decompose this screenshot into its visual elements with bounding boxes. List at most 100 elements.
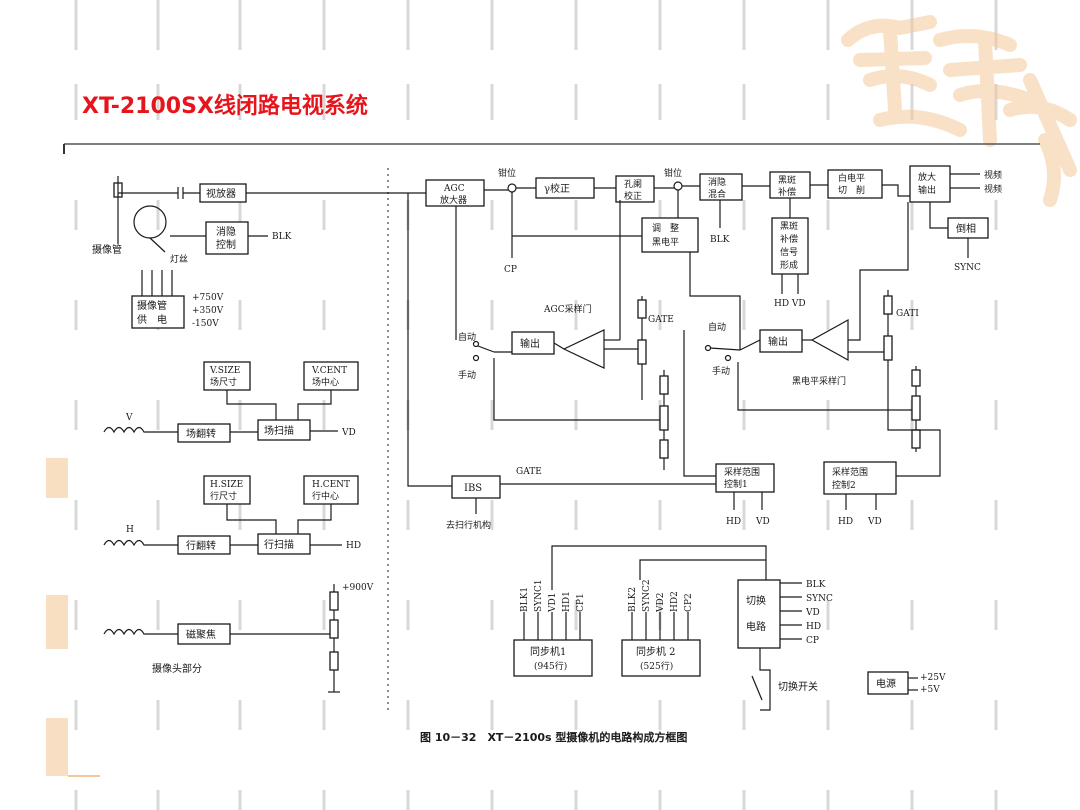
v-scan-box [257, 419, 311, 441]
gate2-label: GATI [896, 309, 919, 319]
range-ctrl1-label-1: 采样范围 [724, 466, 760, 478]
v-coil-label: V [125, 413, 133, 423]
head-section-label: 摄像头部分 [152, 662, 202, 675]
supply-voltage-2: +350V [192, 306, 224, 316]
h-scan-label: 行扫描 [264, 538, 294, 551]
gate1-label: GATE [648, 315, 674, 325]
supply-voltage-1: +750V [192, 293, 224, 303]
power-voltage-2: +5V [920, 685, 940, 695]
agc-amp-label-2: 放大器 [440, 194, 467, 206]
sync-gen1-label-1: 同步机1 [530, 645, 566, 658]
tube-supply-label-1: 摄像管 [137, 299, 167, 312]
output2-label: 输出 [768, 335, 788, 348]
v-scan-label: 场扫描 [264, 424, 294, 437]
invert-label: 倒相 [956, 222, 976, 235]
gen2-signal-2: SYNC2 [642, 579, 652, 612]
sync-gen1-label-2: (945行) [534, 660, 567, 672]
range-ctrl2-label-1: 采样范围 [832, 466, 868, 478]
hd-label-2: HD [838, 517, 853, 527]
blank-mix-box [699, 173, 743, 201]
range-ctrl1-box [715, 463, 775, 493]
vcent-label-1: V.CENT [311, 366, 347, 376]
blank-control-box [205, 221, 249, 255]
black-comp-gen-label-2: 补偿 [780, 233, 798, 245]
blk-input-label-2: BLK [710, 235, 730, 245]
out-amp-label-1: 放大 [918, 171, 936, 183]
vcent-label-2: 场中心 [312, 376, 339, 388]
switch-circuit-box [737, 579, 781, 649]
switch-output-3: VD [805, 608, 820, 618]
gen1-signal-3: VD1 [548, 593, 558, 613]
black-adjust-label-1: 调 整 [652, 222, 679, 234]
agc-amp-box [425, 179, 485, 207]
focus-coil-icon [103, 628, 178, 636]
video-out-label-1: 视频 [984, 169, 1002, 181]
sync-gen2-label-2: (525行) [640, 660, 673, 672]
gen2-signal-4: HD2 [670, 591, 680, 612]
hsize-box [203, 475, 251, 505]
agc-amp-label-1: AGC [443, 184, 465, 194]
tube-supply-box [131, 295, 185, 329]
slide-title: XT-2100SX线闭路电视系统 [82, 94, 368, 119]
gen2-signal-1: BLK2 [628, 587, 638, 612]
left-edge-ornaments [46, 458, 68, 776]
switch-output-5: CP [806, 636, 819, 646]
gen1-signal-1: BLK1 [520, 587, 530, 612]
switch-label: 切换开关 [778, 680, 818, 693]
sync-gen1-box [513, 639, 593, 677]
switch-output-2: SYNC [806, 594, 833, 604]
vsize-label-2: 场尺寸 [210, 376, 237, 388]
sync-gen2-label-1: 同步机 2 [636, 645, 676, 658]
black-comp-gen-label-1: 黑斑 [780, 220, 798, 232]
black-adjust-label-2: 黑电平 [652, 236, 679, 248]
gen2-signal-3: VD2 [656, 593, 666, 613]
auto1-label: 自动 [458, 331, 476, 343]
vd-input-label: VD [341, 428, 356, 438]
gen1-signal-5: CP1 [576, 593, 586, 612]
aperture-label-2: 校正 [624, 190, 642, 202]
gamma-label: γ校正 [544, 182, 570, 195]
ibs-label: IBS [464, 483, 482, 494]
to-scan-label: 去扫行机构 [446, 519, 491, 531]
output2-box [759, 329, 803, 353]
clamp1-label: 钳位 [498, 167, 516, 179]
black-gate-title: 黑电平采样门 [792, 375, 846, 387]
white-clip-label-1: 白电平 [838, 172, 865, 184]
blank-mix-label-1: 消隐 [708, 176, 726, 188]
auto2-label: 自动 [708, 321, 726, 333]
aperture-box [615, 175, 655, 203]
supply-voltage-3: -150V [192, 319, 219, 329]
vsize-label-1: V.SIZE [209, 366, 240, 376]
black-comp-label-1: 黑斑 [778, 174, 796, 186]
black-comp-label-2: 补偿 [778, 186, 796, 198]
blank-mix-label-2: 混合 [708, 188, 726, 200]
hd-input-label: HD [346, 541, 361, 551]
camera-head-section: 摄像管 灯丝 视放器 消隐 控制 BLK 摄像管 供 电 +750V +350V… [92, 168, 426, 712]
gen2-signal-group: BLK2 SYNC2 VD2 HD2 CP2 [628, 579, 694, 640]
h-deflect-label: 行翻转 [186, 539, 216, 552]
processing-section: 钳位 AGC 放大器 γ校正 孔阑 校正 钳位 消隐 混合 黑斑 补偿 [407, 165, 1002, 531]
power-voltage-1: +25V [920, 673, 946, 683]
gen2-signal-5: CP2 [684, 593, 694, 612]
v-deflect-box [177, 423, 231, 443]
power-box [867, 671, 909, 695]
switch-circuit-label-2: 电路 [746, 620, 766, 633]
black-comp-gen-label-3: 信号 [780, 246, 798, 258]
output1-label: 输出 [520, 337, 540, 350]
white-clip-box [827, 169, 883, 199]
white-clip-label-2: 切 削 [838, 184, 865, 196]
hsize-label-1: H.SIZE [210, 480, 243, 490]
hsize-label-2: 行尺寸 [210, 490, 237, 502]
agc-comparator-icon [562, 329, 605, 369]
switch-circuit-label-1: 切换 [746, 594, 766, 607]
black-comp-gen-label-4: 形成 [780, 259, 798, 271]
manual2-label: 手动 [712, 365, 730, 377]
cp-input-label: CP [504, 265, 517, 275]
out-amp-label-2: 输出 [918, 184, 936, 196]
hd-label-1: HD [726, 517, 741, 527]
agc-gate-title: AGC采样门 [543, 303, 592, 315]
vd-label-1: VD [755, 517, 770, 527]
